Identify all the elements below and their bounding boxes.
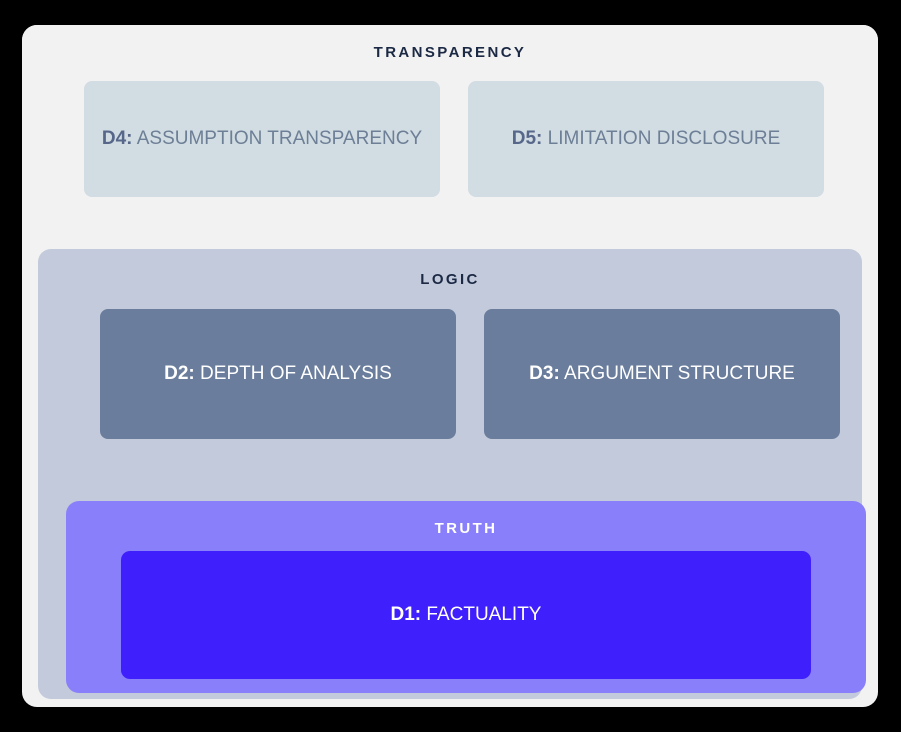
layer-transparency: TRANSPARENCY D4: ASSUMPTION TRANSPARENCY… — [22, 25, 878, 249]
dimension-code-d1: D1: — [390, 603, 422, 625]
dimension-card-d1[interactable]: D1: FACTUALITY — [121, 551, 811, 679]
layer-truth: TRUTH D1: FACTUALITY — [66, 501, 866, 693]
dimension-label-d4: ASSUMPTION TRANSPARENCY — [136, 127, 423, 149]
dimension-label-d2: DEPTH OF ANALYSIS — [200, 362, 392, 384]
dimension-code-d2: D2: — [164, 362, 195, 384]
dimension-card-d3[interactable]: D3: ARGUMENT STRUCTURE — [484, 309, 840, 439]
dimension-card-d1-text: D1: FACTUALITY — [391, 602, 542, 628]
dimension-label-d3: ARGUMENT STRUCTURE — [564, 362, 795, 384]
dimension-code-d4: D4: — [101, 127, 133, 149]
dimension-label-d1: FACTUALITY — [426, 603, 542, 625]
layer-title-logic: LOGIC — [420, 271, 480, 288]
dimension-card-d5[interactable]: D5: LIMITATION DISCLOSURE — [468, 81, 824, 197]
dimension-code-d5: D5: — [511, 127, 543, 149]
dimension-card-d5-text: D5: LIMITATION DISCLOSURE — [512, 126, 781, 152]
card-row-truth: D1: FACTUALITY — [121, 551, 811, 679]
diagram-card: TRANSPARENCY D4: ASSUMPTION TRANSPARENCY… — [22, 25, 878, 707]
dimension-card-d2-text: D2: DEPTH OF ANALYSIS — [164, 361, 392, 387]
layer-title-truth: TRUTH — [434, 520, 498, 537]
dimension-card-d3-text: D3: ARGUMENT STRUCTURE — [529, 361, 795, 387]
layer-title-transparency: TRANSPARENCY — [373, 44, 527, 61]
dimension-card-d2[interactable]: D2: DEPTH OF ANALYSIS — [100, 309, 456, 439]
dimension-label-d5: LIMITATION DISCLOSURE — [547, 127, 781, 149]
dimension-card-d4-text: D4: ASSUMPTION TRANSPARENCY — [102, 126, 422, 152]
layer-logic: LOGIC D2: DEPTH OF ANALYSIS D3: ARGUMENT… — [38, 249, 866, 699]
dimension-code-d3: D3: — [529, 362, 560, 384]
card-row-logic: D2: DEPTH OF ANALYSIS D3: ARGUMENT STRUC… — [100, 309, 840, 439]
card-row-transparency: D4: ASSUMPTION TRANSPARENCY D5: LIMITATI… — [84, 81, 824, 197]
dimension-card-d4[interactable]: D4: ASSUMPTION TRANSPARENCY — [84, 81, 440, 197]
